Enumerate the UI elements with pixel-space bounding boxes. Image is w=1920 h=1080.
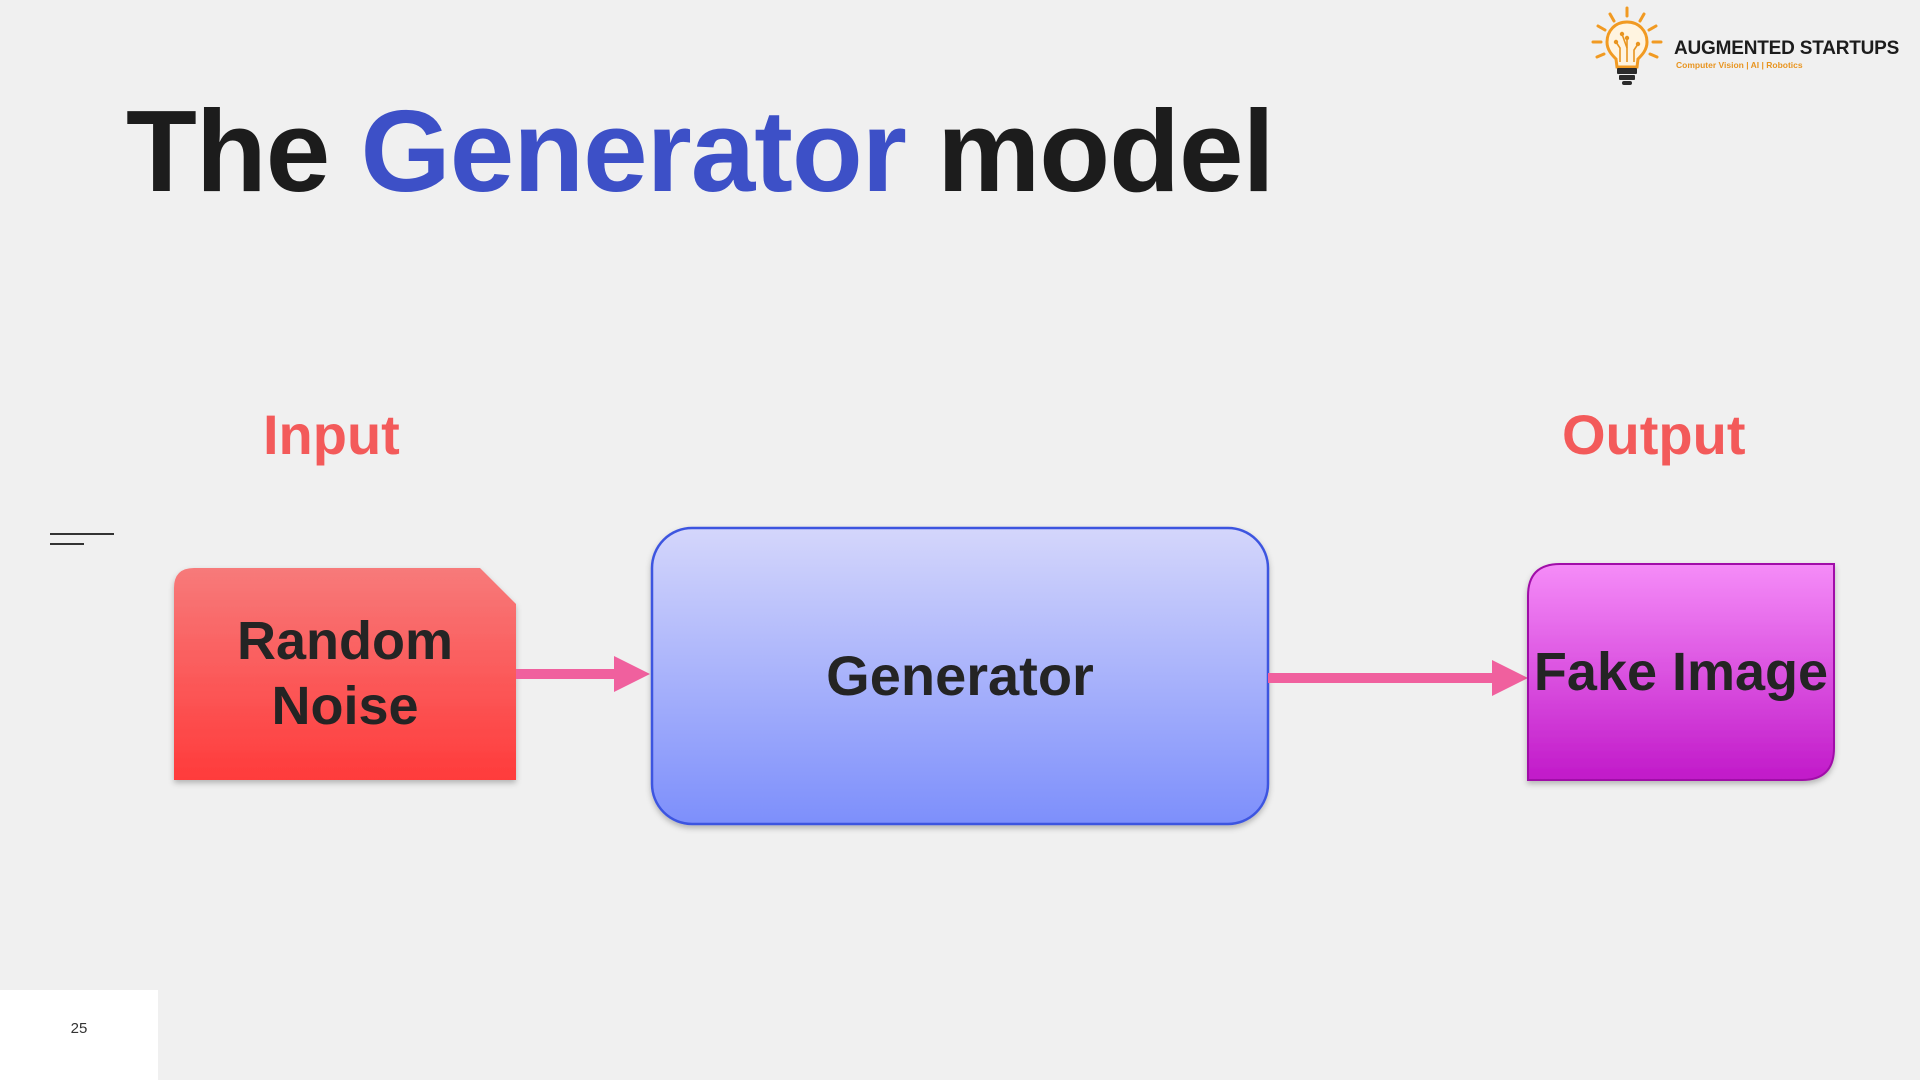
slide-number: 25 — [70, 1020, 88, 1037]
generator-label: Generator — [826, 644, 1094, 708]
title-text-end: model — [937, 86, 1275, 216]
arrow-generator-to-fake-image — [1268, 660, 1528, 696]
title-text-start: The — [126, 86, 330, 216]
slide-number-panel — [0, 990, 158, 1080]
output-label: Output — [1562, 403, 1746, 466]
arrow-noise-to-generator — [516, 656, 650, 692]
input-label: Input — [263, 403, 400, 466]
company-logo: AUGMENTED STARTUPS Computer Vision | AI … — [1586, 4, 1916, 88]
logo-company-name: AUGMENTED STARTUPS — [1674, 38, 1900, 59]
random-noise-box — [174, 568, 516, 780]
logo-tagline: Computer Vision | AI | Robotics — [1676, 60, 1803, 70]
random-noise-label: Random Noise — [237, 611, 453, 736]
title-accent-word: Generator — [360, 86, 906, 216]
menu-lines-icon — [48, 530, 116, 548]
slide-title: The Generator model — [126, 82, 1275, 221]
lightbulb-logo-icon — [1591, 6, 1663, 85]
fake-image-box — [1527, 563, 1835, 781]
fake-image-label: Fake Image — [1533, 641, 1829, 702]
